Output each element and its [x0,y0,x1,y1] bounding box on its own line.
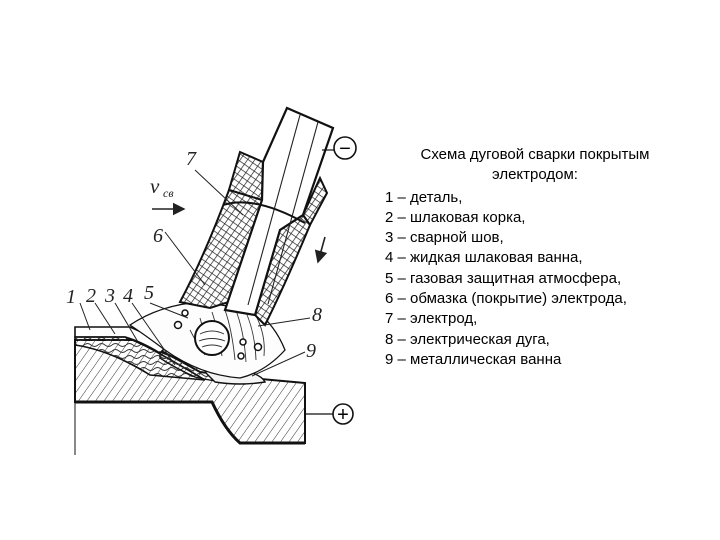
callout-5: 5 [144,282,154,304]
legend-item-1: 1 – деталь, [385,188,463,206]
legend-item-7: 7 – электрод, [385,310,478,328]
electrode-core-lines [247,114,319,306]
callout-9: 9 [306,340,316,362]
plus-terminal: + [305,403,354,426]
velocity-indicator: v св [150,174,186,216]
legend: Схема дуговой сварки покрытым электродом… [385,145,710,370]
callout-7: 7 [186,148,197,170]
spatter-droplets [173,309,263,360]
legend-title-line1: Схема дуговой сварки покрытым [420,146,650,163]
plus-sign: + [337,404,349,426]
legend-list: 1 – деталь, 2 – шлаковая корка, 3 – свар… [385,188,710,371]
callout-8: 8 [312,304,322,326]
legend-item-3: 3 – сварной шов, [385,229,504,247]
minus-sign: − [339,138,351,160]
velocity-subscript: св [163,186,174,200]
leader-lines [79,169,311,377]
section-cut [222,201,306,224]
feed-direction-arrow [314,236,328,264]
callout-4: 4 [123,285,133,307]
metal-droplet [194,320,230,356]
callout-2: 2 [86,285,96,307]
callout-6: 6 [153,225,163,247]
legend-title-line2: электродом: [492,166,578,184]
legend-item-5: 5 – газовая защитная атмосфера, [385,269,622,287]
callout-numbers: 7 6 1 2 3 4 5 8 9 [66,148,322,362]
legend-title: Схема дуговой сварки покрытым электродом… [385,145,685,186]
legend-item-6: 6 – обмазка (покрытие) электрода, [385,290,627,308]
legend-item-4: 4 – жидкая шлаковая ванна, [385,249,583,267]
callout-1: 1 [66,286,76,308]
minus-terminal: − [322,136,357,160]
velocity-symbol: v [150,174,160,198]
callout-3: 3 [104,285,115,307]
legend-item-2: 2 – шлаковая корка, [385,208,526,226]
legend-item-9: 9 – металлическая ванна [385,350,562,368]
legend-item-8: 8 – электрическая дуга, [385,330,550,348]
